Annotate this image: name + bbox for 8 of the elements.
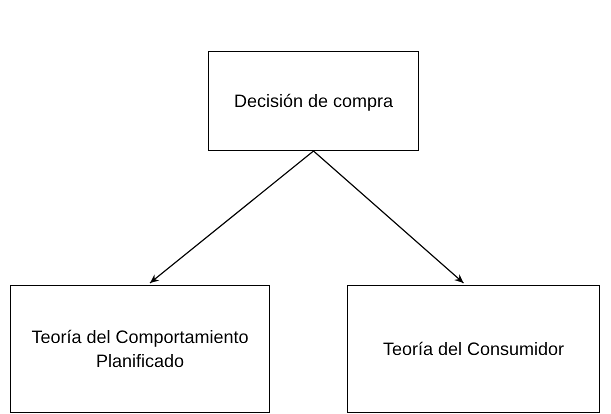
box-label: Decisión de compra (234, 90, 394, 113)
process-box (347, 285, 600, 413)
box-label: Teoría del Consumidor (382, 338, 564, 361)
process-box (208, 51, 419, 151)
box-label: Teoría del Comportamiento Planificado (30, 326, 250, 373)
process-box (10, 285, 270, 413)
arrow (150, 150, 314, 284)
arrow (313, 150, 464, 284)
